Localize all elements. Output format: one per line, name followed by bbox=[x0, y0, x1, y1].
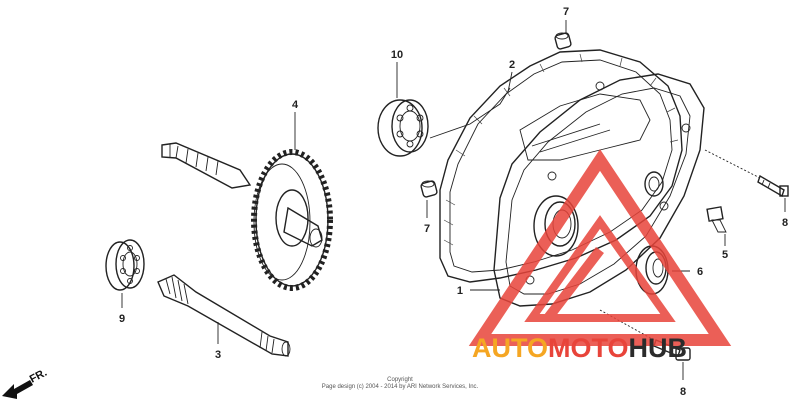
direction-label: FR. bbox=[28, 367, 49, 386]
dowel-pin-7-top[interactable] bbox=[554, 32, 572, 50]
watermark-triangle-inner bbox=[524, 215, 676, 322]
callout-2: 2 bbox=[509, 59, 515, 71]
leader-8-upper-guide bbox=[704, 149, 761, 179]
callout-7-bottom: 7 bbox=[424, 223, 430, 235]
leader-2 bbox=[507, 71, 513, 93]
front-direction-arrow: FR. bbox=[2, 367, 49, 399]
bolt-5[interactable] bbox=[706, 206, 727, 233]
callout-10: 10 bbox=[391, 49, 403, 61]
callout-4: 4 bbox=[292, 99, 299, 111]
countershaft-gear-4[interactable] bbox=[161, 142, 333, 291]
callout-9: 9 bbox=[119, 313, 125, 325]
callout-8-lower: 8 bbox=[680, 386, 686, 398]
dowel-pin-7-bottom[interactable] bbox=[420, 180, 438, 198]
drive-shaft-3[interactable] bbox=[157, 274, 291, 357]
watermark-word-moto: MOTO bbox=[548, 333, 629, 363]
watermark-word-hub: HUB bbox=[629, 333, 688, 363]
callout-8-upper: 8 bbox=[782, 217, 788, 229]
watermark-triangle-outer bbox=[468, 149, 732, 346]
callout-1: 1 bbox=[457, 285, 463, 297]
bolt-8-upper[interactable] bbox=[757, 174, 789, 198]
watermark-wordmark: AUTOMOTOHUB bbox=[472, 333, 687, 363]
watermark-triangle-slash bbox=[544, 246, 604, 322]
transmission-cover-1[interactable] bbox=[493, 73, 705, 307]
copyright-line: Page design (c) 2004 - 2014 by ARI Netwo… bbox=[322, 384, 479, 390]
copyright-title: Copyright bbox=[387, 377, 413, 383]
callout-7-top: 7 bbox=[563, 6, 569, 18]
gasket-2[interactable] bbox=[429, 49, 683, 283]
watermark-word-auto: AUTO bbox=[472, 333, 548, 363]
callout-5: 5 bbox=[722, 249, 728, 261]
bearing-10[interactable] bbox=[377, 99, 429, 157]
callout-3: 3 bbox=[215, 349, 221, 361]
callout-6: 6 bbox=[697, 266, 703, 278]
bearing-9[interactable] bbox=[105, 239, 145, 291]
automotohub-watermark bbox=[468, 149, 732, 346]
